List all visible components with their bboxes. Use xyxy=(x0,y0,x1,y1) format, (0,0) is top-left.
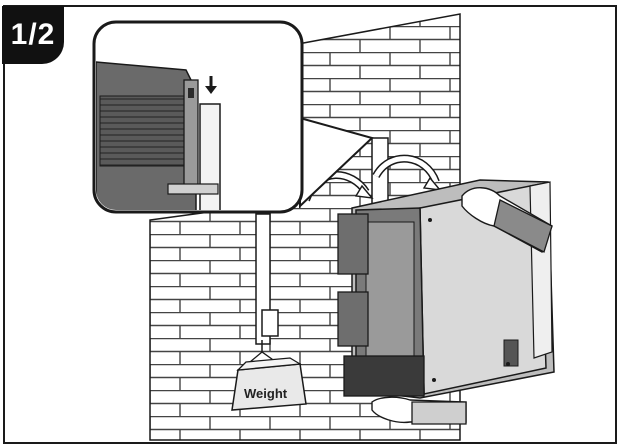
step-indicator: 1/2 xyxy=(2,6,64,64)
outer-border xyxy=(3,5,617,444)
down-arrow-head-icon xyxy=(205,86,217,94)
detail-callout xyxy=(92,20,304,214)
inverter-unit xyxy=(337,179,555,399)
weight-label: Weight xyxy=(244,386,288,401)
left-hand xyxy=(371,396,467,425)
right-hand xyxy=(461,187,553,253)
weight-block xyxy=(231,351,307,411)
